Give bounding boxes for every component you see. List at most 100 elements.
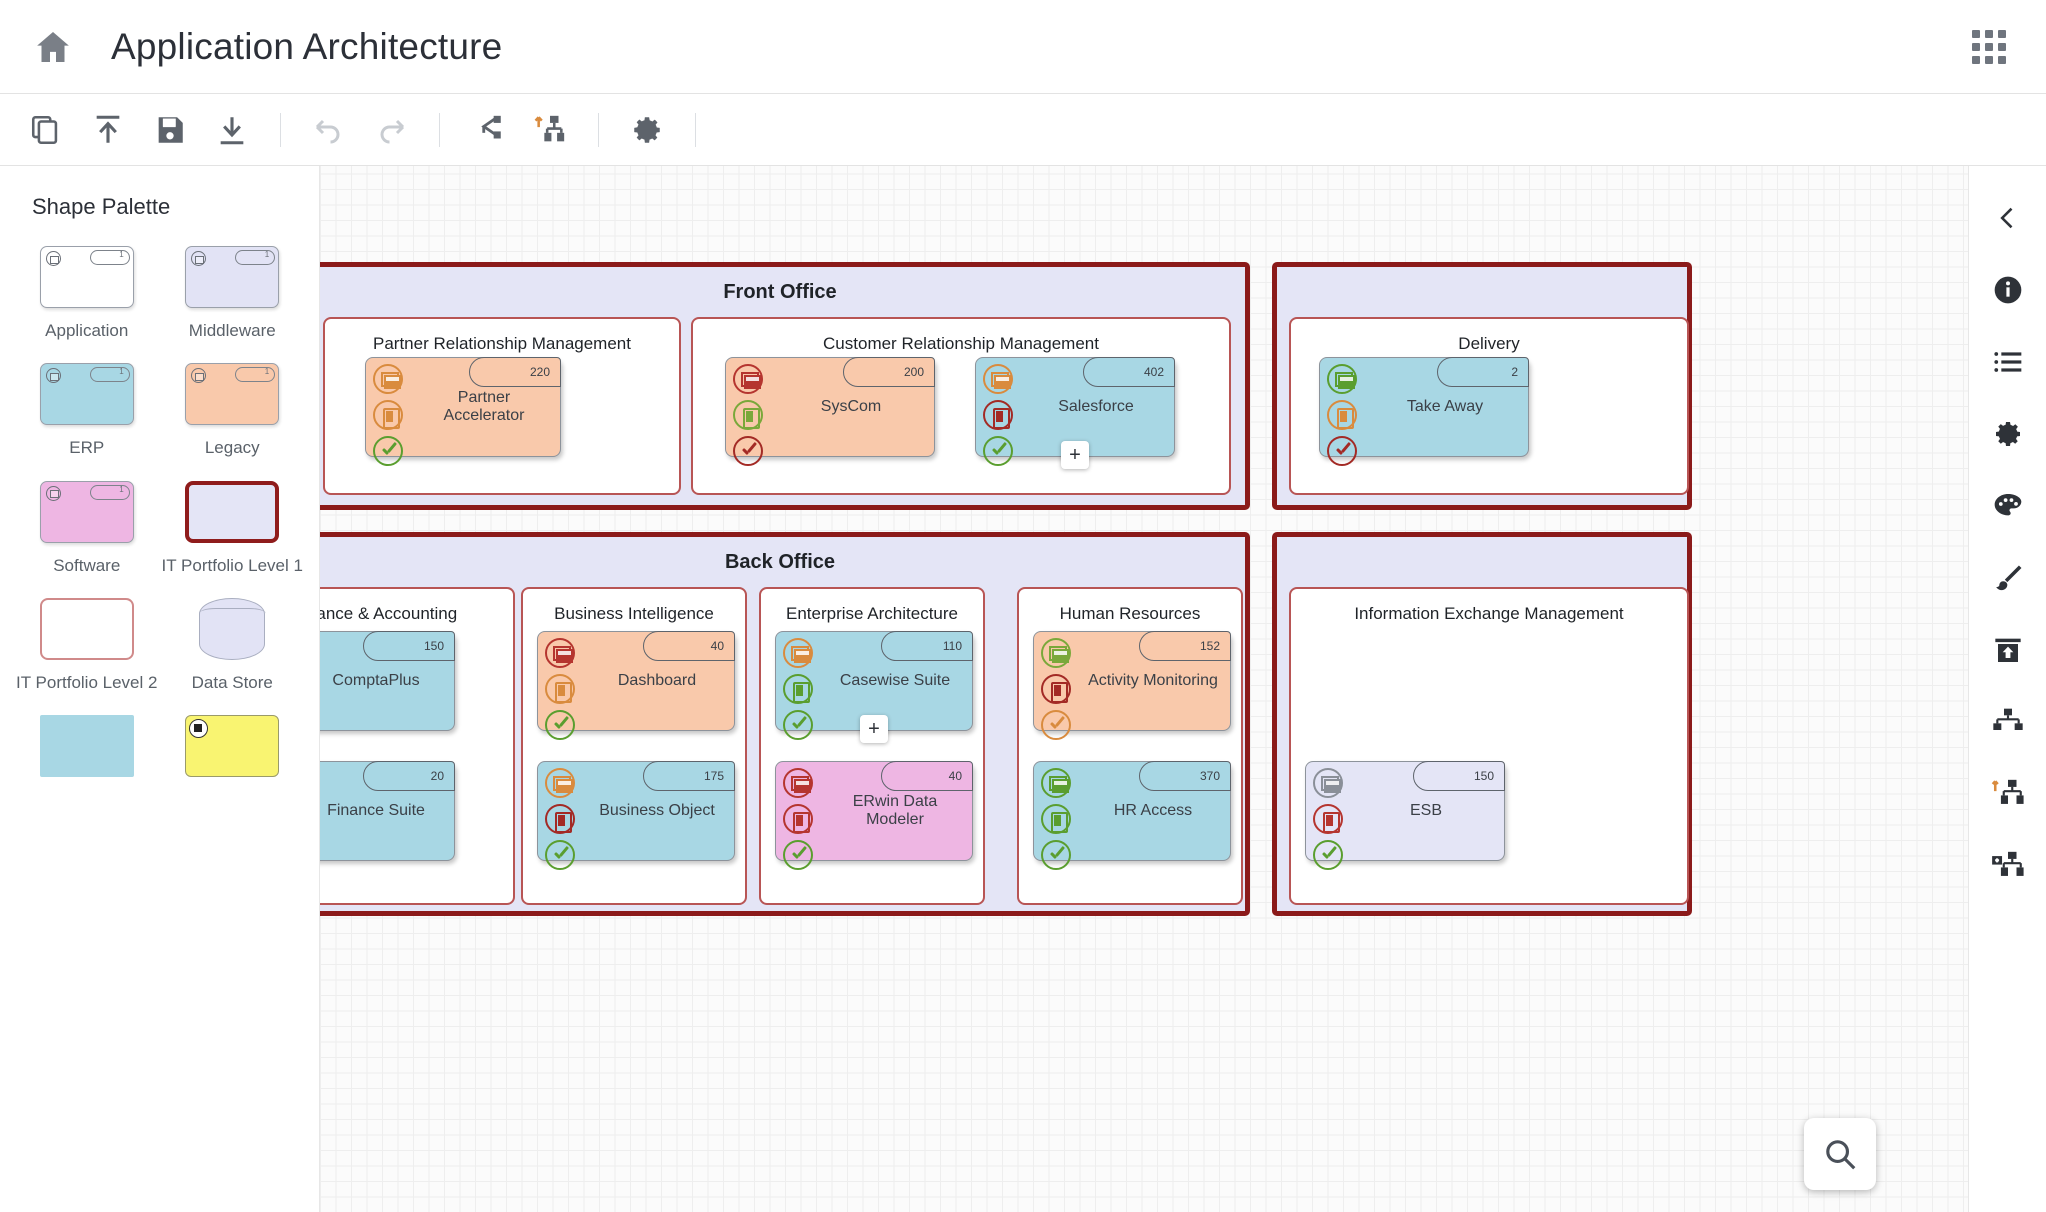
undo-button[interactable]	[301, 102, 357, 158]
home-icon[interactable]	[30, 24, 76, 70]
palette-item-erp[interactable]: ERP	[14, 363, 160, 458]
group-title: Human Resources	[1059, 604, 1201, 623]
lifecycle-clipboard-icon	[1327, 400, 1357, 430]
palette-item-label: Data Store	[191, 672, 273, 692]
node-label: ComptaPlus	[332, 672, 420, 689]
palette-item-label: Software	[53, 555, 121, 575]
palette-thumb	[185, 715, 280, 777]
palette-item-port1[interactable]: IT Portfolio Level 1	[160, 480, 306, 576]
upload-button[interactable]	[80, 102, 136, 158]
palette-item-label: IT Portfolio Level 2	[16, 672, 158, 692]
palette-thumb	[39, 363, 134, 426]
application-window-icon	[1313, 768, 1343, 798]
group-title: Business Intelligence	[554, 604, 714, 623]
palette-item-plain[interactable]	[14, 715, 160, 789]
lifecycle-clipboard-icon	[1041, 804, 1071, 834]
swimlane-back-office[interactable]: Back OfficeFinance & Accounting150Compta…	[320, 532, 1250, 916]
app-window-icon	[191, 368, 207, 384]
settings-button[interactable]	[619, 102, 675, 158]
palette-item-sw[interactable]: Software	[14, 480, 160, 576]
list-icon[interactable]	[1982, 340, 2034, 384]
status-check-icon	[783, 840, 813, 870]
connector-button[interactable]	[460, 102, 516, 158]
chevron-left-icon[interactable]	[1982, 196, 2034, 240]
apps-grid-icon[interactable]	[1972, 29, 2006, 64]
node-icon-group	[983, 364, 1013, 466]
brush-icon[interactable]	[1982, 556, 2034, 600]
palette-item-app[interactable]: Application	[14, 246, 160, 341]
hierarchy-icon[interactable]	[1982, 700, 2034, 744]
promote-hierarchy-icon[interactable]	[1982, 772, 2034, 816]
shape-thumb-plain	[39, 715, 134, 777]
info-icon[interactable]	[1982, 268, 2034, 312]
toolbar-divider	[280, 112, 281, 147]
application-window-icon	[783, 638, 813, 668]
swimlane-title: Back Office	[724, 551, 836, 573]
download-button[interactable]	[204, 102, 260, 158]
lifecycle-clipboard-icon	[373, 400, 403, 430]
node-metric-badge: 150	[363, 631, 455, 661]
search-icon[interactable]	[1804, 1118, 1876, 1190]
palette-item-store[interactable]: Data Store	[160, 597, 306, 693]
gear-icon[interactable]	[1982, 412, 2034, 456]
add-hierarchy-icon[interactable]	[1982, 844, 2034, 888]
shape-thumb-leg	[185, 363, 280, 426]
node-label: Take Away	[1406, 398, 1484, 415]
palette-item-label: Middleware	[188, 321, 276, 340]
shape-thumb-portfolio-1	[185, 480, 280, 543]
status-check-icon	[733, 436, 763, 466]
node-icon-group	[545, 638, 575, 740]
expand-plus-icon[interactable]: +	[1061, 441, 1089, 469]
trash-icon[interactable]	[1982, 628, 2034, 672]
palette-item-port2[interactable]: IT Portfolio Level 2	[14, 597, 160, 693]
status-check-icon	[1041, 840, 1071, 870]
redo-button[interactable]	[363, 102, 419, 158]
palette-item-note[interactable]	[160, 715, 306, 789]
color-palette-icon[interactable]	[1982, 484, 2034, 528]
node-metric-badge: 152	[1139, 631, 1231, 661]
group-box[interactable]: Finance & Accounting150ComptaPlus20Finan…	[320, 587, 515, 905]
save-button[interactable]	[142, 102, 198, 158]
node-label: Salesforce	[1058, 398, 1134, 415]
palette-item-leg[interactable]: Legacy	[160, 363, 306, 458]
node-metric-badge: 150	[1413, 761, 1505, 791]
node-label: Dashboard	[617, 672, 697, 689]
promote-hierarchy-button[interactable]	[522, 102, 578, 158]
expand-plus-icon[interactable]: +	[860, 715, 888, 743]
palette-item-mid[interactable]: Middleware	[160, 246, 306, 341]
toolbar-divider	[695, 112, 696, 147]
node-metric-badge: 370	[1139, 761, 1231, 791]
node-metric-badge: 40	[643, 631, 735, 661]
node-label: ESB	[1409, 802, 1442, 819]
node-label: Casewise Suite	[839, 672, 951, 689]
application-window-icon	[983, 364, 1013, 394]
copy-button[interactable]	[18, 102, 74, 158]
lifecycle-clipboard-icon	[983, 400, 1013, 430]
